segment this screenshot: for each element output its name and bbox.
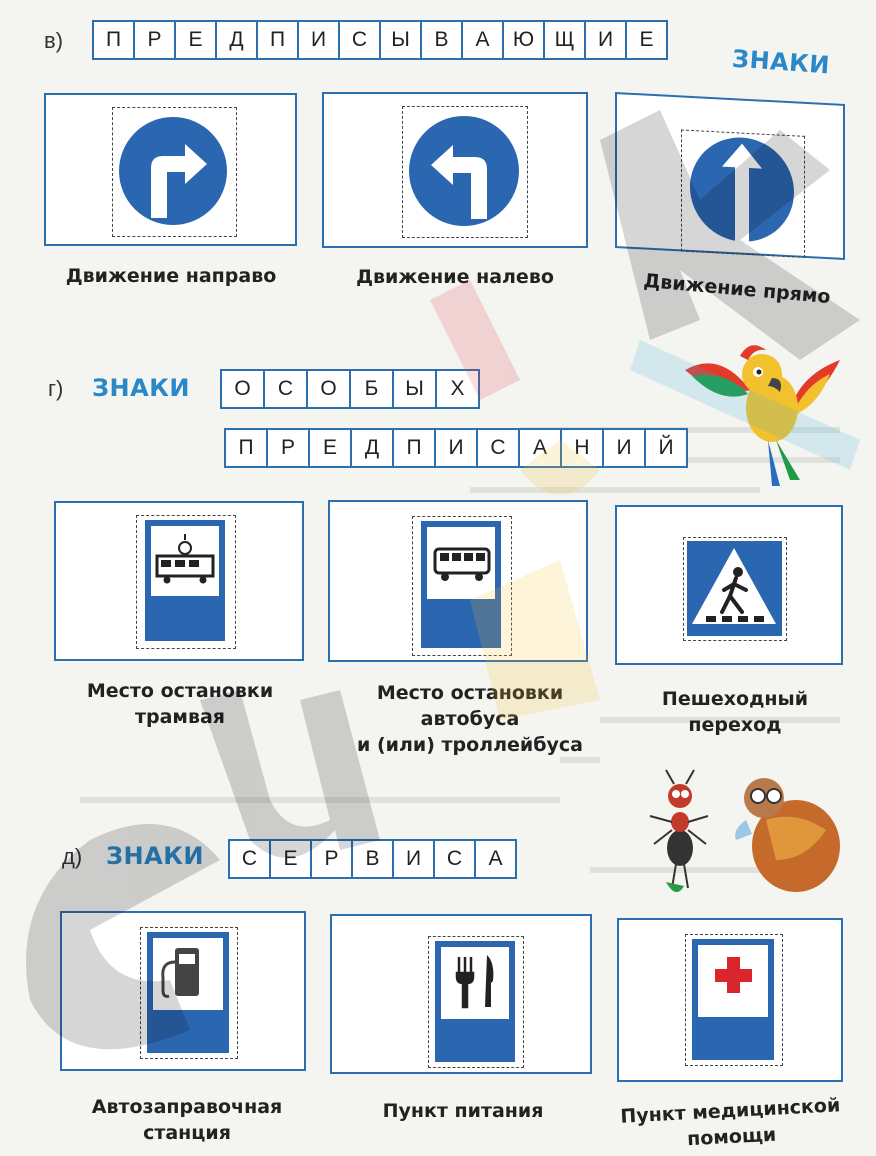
letter-cell: И — [604, 430, 646, 466]
sign-frame-tram-stop — [54, 501, 304, 661]
letter-cell: С — [435, 841, 476, 877]
caption-bus-stop: Место остановки автобуса и (или) троллей… — [320, 680, 620, 758]
sign-cutout — [685, 934, 783, 1066]
letter-cell: Ы — [381, 22, 422, 58]
caption-turn-left: Движение налево — [356, 266, 554, 288]
section-v-znaki: ЗНАКИ — [731, 44, 831, 80]
section-g-letter: г) — [48, 376, 64, 401]
caption-line: переход — [688, 714, 782, 736]
letter-cell: Х — [450, 377, 465, 400]
letter-cell: Р — [268, 430, 310, 466]
caption-fuel-station: Автозаправочная станция — [62, 1094, 312, 1146]
letter-cell: А — [520, 430, 562, 466]
letter-cell: С — [230, 841, 271, 877]
letter-cell: П — [258, 22, 299, 58]
letter-cell: Б — [351, 371, 394, 407]
letter-cell: С — [340, 22, 381, 58]
letter-cell: И — [436, 430, 478, 466]
caption-line: и (или) троллейбуса — [357, 734, 583, 756]
letter-cell: Н — [562, 430, 604, 466]
section-v-word-cells: П Р Е Д П И С Ы В А Ю Щ И Е — [92, 20, 668, 60]
letter-cell: О — [308, 371, 351, 407]
parrot-illustration — [685, 345, 840, 486]
letter-cell: П — [394, 430, 436, 466]
sign-cutout — [428, 936, 524, 1068]
caption-line: станция — [143, 1122, 231, 1144]
sign-frame-turn-left — [322, 92, 588, 248]
letter-cell: Щ — [545, 22, 586, 58]
letter-cell: В — [353, 841, 394, 877]
letter-cell: Ы — [394, 371, 437, 407]
letter-cell: Р — [312, 841, 353, 877]
caption-straight: Движение прямо — [642, 269, 832, 309]
caption-medical-aid: Пункт медицинской помощи — [617, 1092, 845, 1156]
caption-line: автобуса — [420, 708, 520, 730]
sign-cutout — [136, 515, 236, 649]
section-d-letter: д) — [62, 844, 83, 869]
letter-cell: Ю — [504, 22, 545, 58]
section-g-word1-cells: О С О Б Ы Х — [220, 369, 480, 409]
sign-cutout — [681, 129, 805, 258]
caption-line: Пешеходный — [661, 688, 809, 710]
letter-cell: С — [478, 430, 520, 466]
section-g-znaki: ЗНАКИ — [92, 374, 190, 402]
letter-cell: О — [222, 371, 265, 407]
letter-cell: А — [463, 22, 504, 58]
letter-cell: И — [394, 841, 435, 877]
caption-line: Пункт питания — [382, 1100, 544, 1122]
caption-line: Автозаправочная — [91, 1096, 283, 1118]
letter-cell: Е — [176, 22, 217, 58]
caption-tram-stop: Место остановки трамвая — [50, 678, 310, 730]
sign-cutout — [683, 537, 787, 641]
letter-cell: Й — [658, 436, 674, 459]
letter-cell: А — [488, 847, 503, 870]
turn-right-arrow-icon — [119, 117, 227, 225]
letter-cell: Р — [135, 22, 176, 58]
letter-cell: Д — [217, 22, 258, 58]
sign-frame-straight — [615, 91, 845, 261]
straight-arrow-icon — [690, 137, 794, 242]
letter-cell: В — [422, 22, 463, 58]
caption-line: Место остановки — [376, 682, 564, 704]
pedestrian-crossing-icon — [687, 541, 782, 636]
caption-pedestrian-crossing: Пешеходный переход — [640, 686, 830, 738]
caption-line: Место остановки — [86, 680, 274, 702]
tram-icon — [145, 520, 225, 641]
caption-turn-right: Движение направо — [65, 265, 277, 287]
fork-knife-icon — [435, 941, 515, 1062]
fuel-pump-icon — [147, 932, 229, 1053]
sign-cutout — [412, 516, 512, 656]
bus-icon — [421, 521, 501, 648]
letter-cell: С — [265, 371, 308, 407]
ant-turtle-illustration — [649, 769, 840, 893]
letter-cell: Д — [352, 430, 394, 466]
section-d-word-cells: С Е Р В И С А — [228, 839, 517, 879]
red-cross-icon — [692, 939, 774, 1060]
section-g-word2-cells: П Р Е Д П И С А Н И Й — [224, 428, 688, 468]
caption-food: Пункт питания — [348, 1098, 578, 1124]
sign-cutout — [140, 927, 238, 1059]
sign-frame-pedestrian-crossing — [615, 505, 843, 665]
sign-cutout — [402, 106, 528, 238]
caption-line: трамвая — [134, 706, 225, 728]
sign-frame-turn-right — [44, 93, 297, 246]
sign-frame-food — [330, 914, 592, 1074]
letter-cell: Е — [310, 430, 352, 466]
turn-left-arrow-icon — [409, 116, 519, 226]
letter-cell: И — [299, 22, 340, 58]
sign-frame-medical-aid — [617, 918, 843, 1082]
letter-cell: Е — [271, 841, 312, 877]
letter-cell: Е — [639, 28, 654, 51]
sign-frame-bus-stop — [328, 500, 588, 662]
sign-frame-fuel-station — [60, 911, 306, 1071]
sign-cutout — [112, 107, 237, 237]
section-v-letter: в) — [44, 28, 64, 53]
letter-cell: И — [586, 22, 627, 58]
letter-cell: П — [94, 22, 135, 58]
letter-cell: П — [226, 430, 268, 466]
section-d-znaki: ЗНАКИ — [106, 842, 204, 870]
